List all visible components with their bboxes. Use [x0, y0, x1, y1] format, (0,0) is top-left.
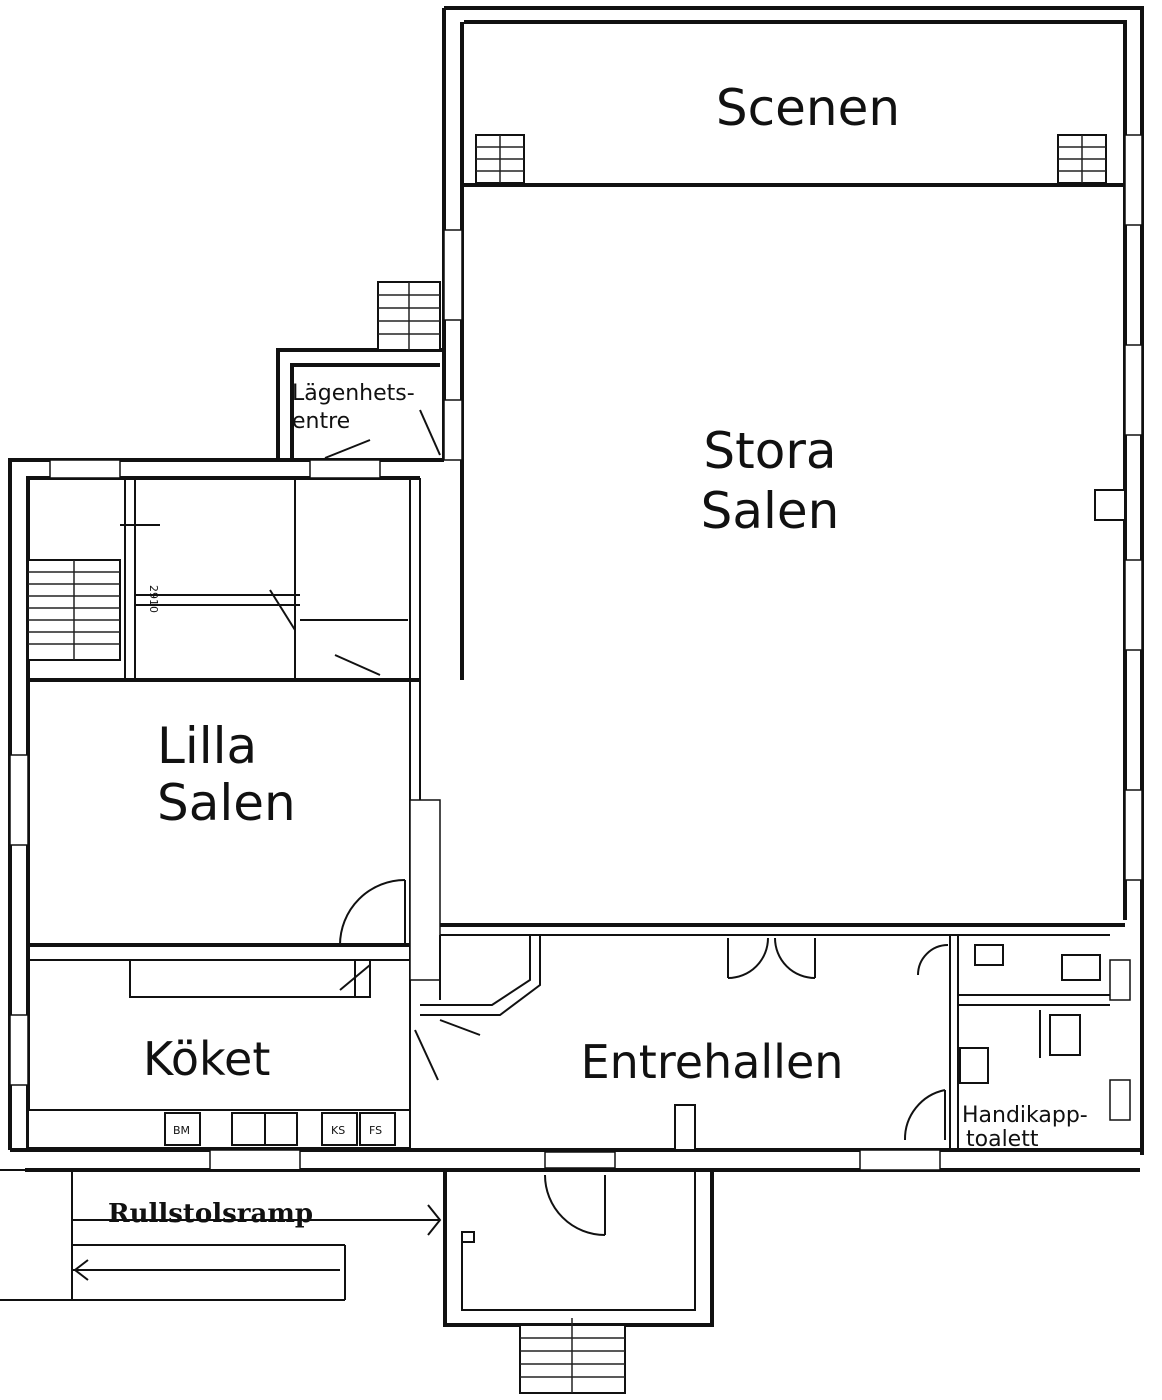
- room-label-koket: Köket: [143, 1032, 270, 1086]
- appliance-fs: FS: [369, 1124, 382, 1137]
- outer-walls: [8, 6, 1144, 1172]
- room-label-lagenhet-line2: entre: [292, 409, 350, 434]
- appliance-bm: BM: [173, 1124, 190, 1137]
- bottom-windows: [209, 1149, 941, 1171]
- entrance-hall: [414, 923, 1131, 1151]
- ramp-label: Rullstolsramp: [108, 1199, 313, 1229]
- kitchen-appliances: BM KS FS: [164, 1112, 396, 1146]
- appliance-ks: KS: [331, 1124, 345, 1137]
- room-label-stora-line1: Stora: [703, 422, 836, 480]
- room-label-stora-line2: Salen: [701, 482, 840, 540]
- stairwell: 2910: [27, 459, 421, 1148]
- stage-area: [462, 134, 1143, 881]
- room-labels: Scenen Stora Salen Lilla Salen Köket Ent…: [108, 79, 1088, 1229]
- wheelchair-ramp: [0, 1169, 445, 1301]
- room-label-entrehallen: Entrehallen: [581, 1035, 844, 1089]
- lilla-salen-kitchen: [9, 754, 441, 1149]
- room-label-scenen: Scenen: [716, 79, 900, 137]
- room-label-lilla-line2: Salen: [157, 774, 296, 832]
- apartment-stairs: [324, 229, 463, 461]
- room-label-handikapp-line2: toalett: [966, 1127, 1039, 1152]
- room-label-lilla-line1: Lilla: [157, 717, 257, 775]
- room-label-lagenhet-line1: Lägenhets-: [292, 381, 415, 406]
- dimension-label: 2910: [147, 585, 160, 613]
- entrance-porch: [443, 1151, 714, 1394]
- room-label-handikapp-line1: Handikapp-: [962, 1103, 1088, 1128]
